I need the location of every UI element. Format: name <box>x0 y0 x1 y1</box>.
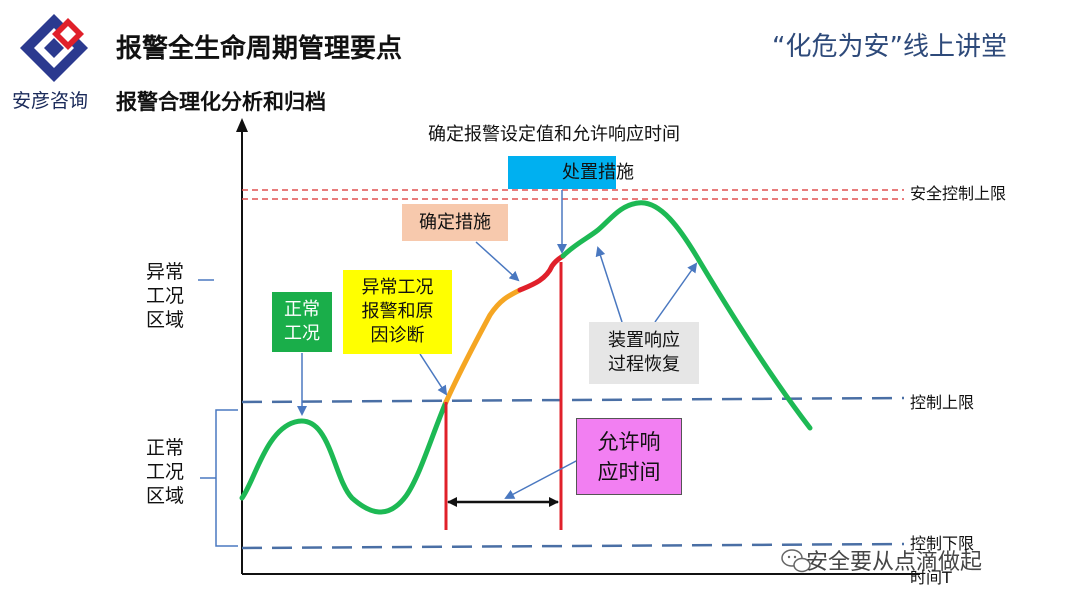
abnormal-zone-label: 异常 工况 区域 <box>146 261 185 331</box>
page-title: 报警全生命周期管理要点 <box>116 34 403 64</box>
pointer-confirm <box>475 241 520 282</box>
pointer-recovery-left <box>595 246 623 323</box>
logo-text: 安彦咨询 <box>12 90 89 112</box>
control-upper-line <box>241 396 905 404</box>
curve-alarm-segment <box>443 287 523 405</box>
curve-measures-segment <box>517 253 566 293</box>
alarm-diagnosis-box: 异常工况 报警和原 因诊断 <box>343 270 452 354</box>
control-lower-line <box>241 542 905 550</box>
disposal-measures-box: 处置措施 <box>508 156 634 189</box>
pointer-recovery-right <box>654 262 698 323</box>
brand-label: “化危为安”线上讲堂 <box>772 32 1007 62</box>
safety-upper-label: 安全控制上限 <box>910 184 1007 203</box>
normal-zone-bracket <box>200 409 238 547</box>
pointer-alarm <box>419 353 448 396</box>
watermark-text: 安全要从点滴做起 <box>806 550 983 575</box>
normal-zone-label: 正常 工况 区域 <box>146 437 185 507</box>
confirm-measures-box: 确定措施 <box>402 204 508 241</box>
curve-recovery-segment <box>560 200 813 431</box>
wechat-icon <box>781 549 811 573</box>
diagram-title: 确定报警设定值和允许响应时间 <box>428 124 680 145</box>
disposal-measures-label: 处置措施 <box>562 161 634 183</box>
logo-icon <box>20 14 88 82</box>
control-lower-label: 控制下限 <box>910 534 975 553</box>
allowed-response-time-box: 允许响 应时间 <box>576 418 682 495</box>
x-axis-label: 时间T <box>910 568 952 587</box>
curve-normal-segment <box>239 399 449 515</box>
y-axis-arrow <box>236 118 248 132</box>
normal-condition-box: 正常 工况 <box>272 292 332 352</box>
page-subtitle: 报警合理化分析和归档 <box>116 90 326 114</box>
device-response-box: 装置响应 过程恢复 <box>589 322 699 384</box>
pointer-response <box>504 459 579 499</box>
control-upper-label: 控制上限 <box>910 393 975 412</box>
